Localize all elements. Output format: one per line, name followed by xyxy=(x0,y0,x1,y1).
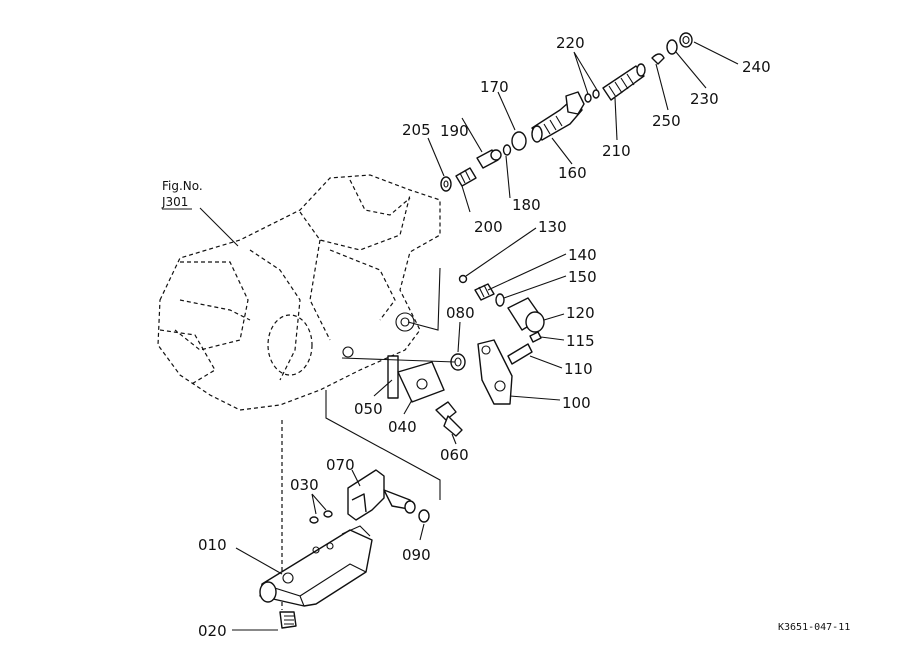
label-020: 020 xyxy=(198,622,227,640)
label-230: 230 xyxy=(690,90,719,108)
label-100: 100 xyxy=(562,394,591,412)
label-030: 030 xyxy=(290,476,319,494)
washers-030 xyxy=(309,510,333,524)
label-060: 060 xyxy=(440,446,469,464)
oring-180 xyxy=(502,144,512,156)
bracket-070 xyxy=(347,469,416,521)
label-080: 080 xyxy=(446,304,475,322)
plug-120 xyxy=(507,297,545,333)
label-190: 190 xyxy=(440,122,469,140)
oring-150 xyxy=(495,293,505,307)
label-210: 210 xyxy=(602,142,631,160)
ball-130 xyxy=(458,274,468,284)
label-170: 170 xyxy=(480,78,509,96)
ring-240 xyxy=(679,32,693,48)
label-050: 050 xyxy=(354,400,383,418)
label-090: 090 xyxy=(402,546,431,564)
plug-160 xyxy=(531,91,585,143)
label-240: 240 xyxy=(742,58,771,76)
label-115: 115 xyxy=(566,332,595,350)
valve-190 xyxy=(476,149,502,169)
label-220: 220 xyxy=(556,34,585,52)
label-070: 070 xyxy=(326,456,355,474)
key-050 xyxy=(387,355,399,399)
clip-250 xyxy=(651,53,665,65)
oring-170 xyxy=(511,131,527,151)
spring-140 xyxy=(474,283,495,301)
label-130: 130 xyxy=(538,218,567,236)
oring-090 xyxy=(418,509,430,523)
label-250: 250 xyxy=(652,112,681,130)
plate-040 xyxy=(397,361,445,403)
bolt-020 xyxy=(279,611,297,629)
label-120: 120 xyxy=(566,304,595,322)
orings-220 xyxy=(584,89,600,103)
label-160: 160 xyxy=(558,164,587,182)
spool-210 xyxy=(602,63,646,101)
spring-200 xyxy=(455,167,477,187)
fig-ref-leader xyxy=(199,207,239,247)
bolt-060 xyxy=(435,401,463,437)
washer-230 xyxy=(666,39,678,55)
label-180: 180 xyxy=(512,196,541,214)
pin-115 xyxy=(529,331,542,343)
lever-100 xyxy=(477,339,513,405)
label-040: 040 xyxy=(388,418,417,436)
valve-body-010 xyxy=(259,525,373,607)
fig-ref-label: Fig.No. xyxy=(162,179,203,193)
housing-reference xyxy=(157,174,441,411)
label-150: 150 xyxy=(568,268,597,286)
drawing-code: K3651-047-11 xyxy=(778,622,850,633)
label-010: 010 xyxy=(198,536,227,554)
label-110: 110 xyxy=(564,360,593,378)
pin-110 xyxy=(507,343,533,365)
washer-205 xyxy=(440,176,452,192)
label-200: 200 xyxy=(474,218,503,236)
fig-ref-number: J301 xyxy=(161,195,188,209)
label-140: 140 xyxy=(568,246,597,264)
label-205: 205 xyxy=(402,121,431,139)
